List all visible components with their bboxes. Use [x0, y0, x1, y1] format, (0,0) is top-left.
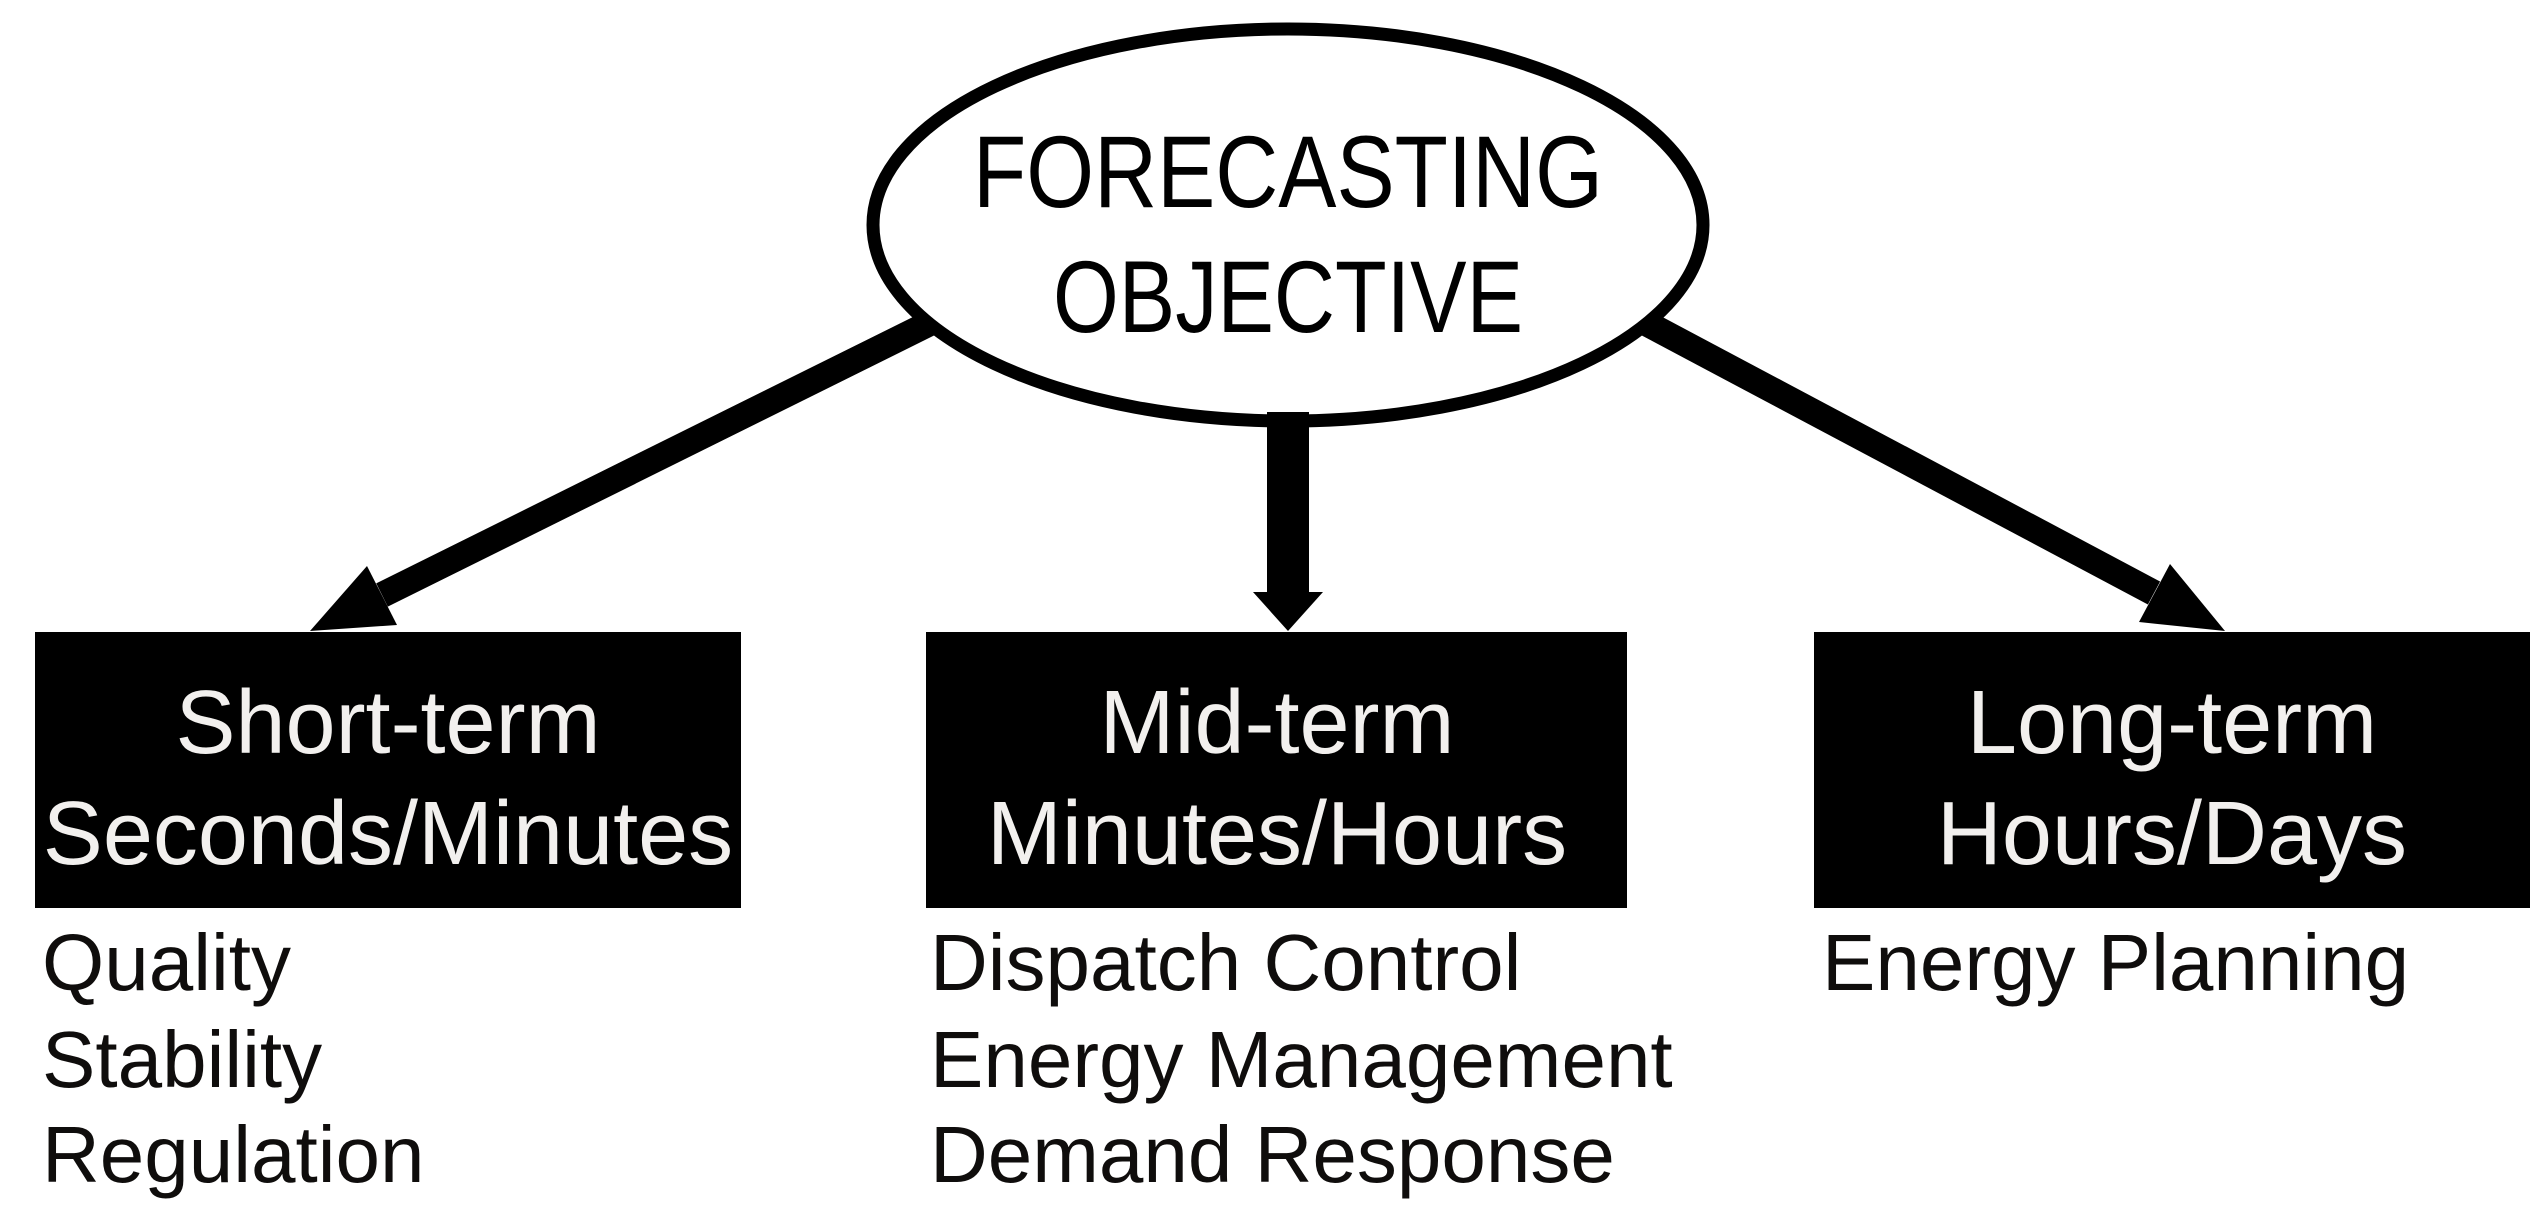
arrow-to-short-term	[310, 311, 936, 631]
list-item: Demand Response	[930, 1110, 1615, 1199]
mid-term-horizon-label: Mid-term	[1100, 673, 1455, 773]
branch-short-term: Short-term Seconds/Minutes Quality Stabi…	[35, 632, 741, 1199]
mid-term-timescale-label: Minutes/Hours	[987, 784, 1567, 884]
list-item: Energy Planning	[1822, 918, 2409, 1007]
short-term-horizon-label: Short-term	[175, 673, 600, 773]
long-term-horizon-label: Long-term	[1967, 673, 2377, 773]
branch-arrows	[310, 311, 2225, 631]
short-term-application-list: Quality Stability Regulation	[42, 918, 425, 1199]
root-title-line1: FORECASTING	[973, 115, 1603, 229]
arrow-long-term-head	[2139, 564, 2225, 631]
arrow-mid-term-head	[1253, 592, 1323, 631]
list-item: Energy Management	[930, 1015, 1673, 1104]
arrow-long-term-shaft	[1639, 311, 2161, 605]
arrow-to-long-term	[1639, 311, 2225, 631]
long-term-box	[1814, 632, 2530, 908]
short-term-timescale-label: Seconds/Minutes	[43, 784, 733, 884]
arrow-short-term-shaft	[376, 311, 936, 607]
arrow-short-term-head	[310, 566, 397, 631]
list-item: Regulation	[42, 1110, 425, 1199]
list-item: Quality	[42, 918, 291, 1007]
branch-mid-term: Mid-term Minutes/Hours Dispatch Control …	[926, 632, 1673, 1199]
mid-term-box	[926, 632, 1627, 908]
long-term-timescale-label: Hours/Days	[1937, 784, 2407, 884]
short-term-box	[35, 632, 741, 908]
root-title-line2: OBJECTIVE	[1053, 240, 1523, 354]
root-node: FORECASTING OBJECTIVE	[866, 22, 1710, 428]
branch-long-term: Long-term Hours/Days Energy Planning	[1814, 632, 2530, 1007]
list-item: Dispatch Control	[930, 918, 1521, 1007]
list-item: Stability	[42, 1015, 322, 1104]
long-term-application-list: Energy Planning	[1822, 918, 2409, 1007]
arrow-to-mid-term	[1253, 412, 1323, 631]
mid-term-application-list: Dispatch Control Energy Management Deman…	[930, 918, 1673, 1199]
